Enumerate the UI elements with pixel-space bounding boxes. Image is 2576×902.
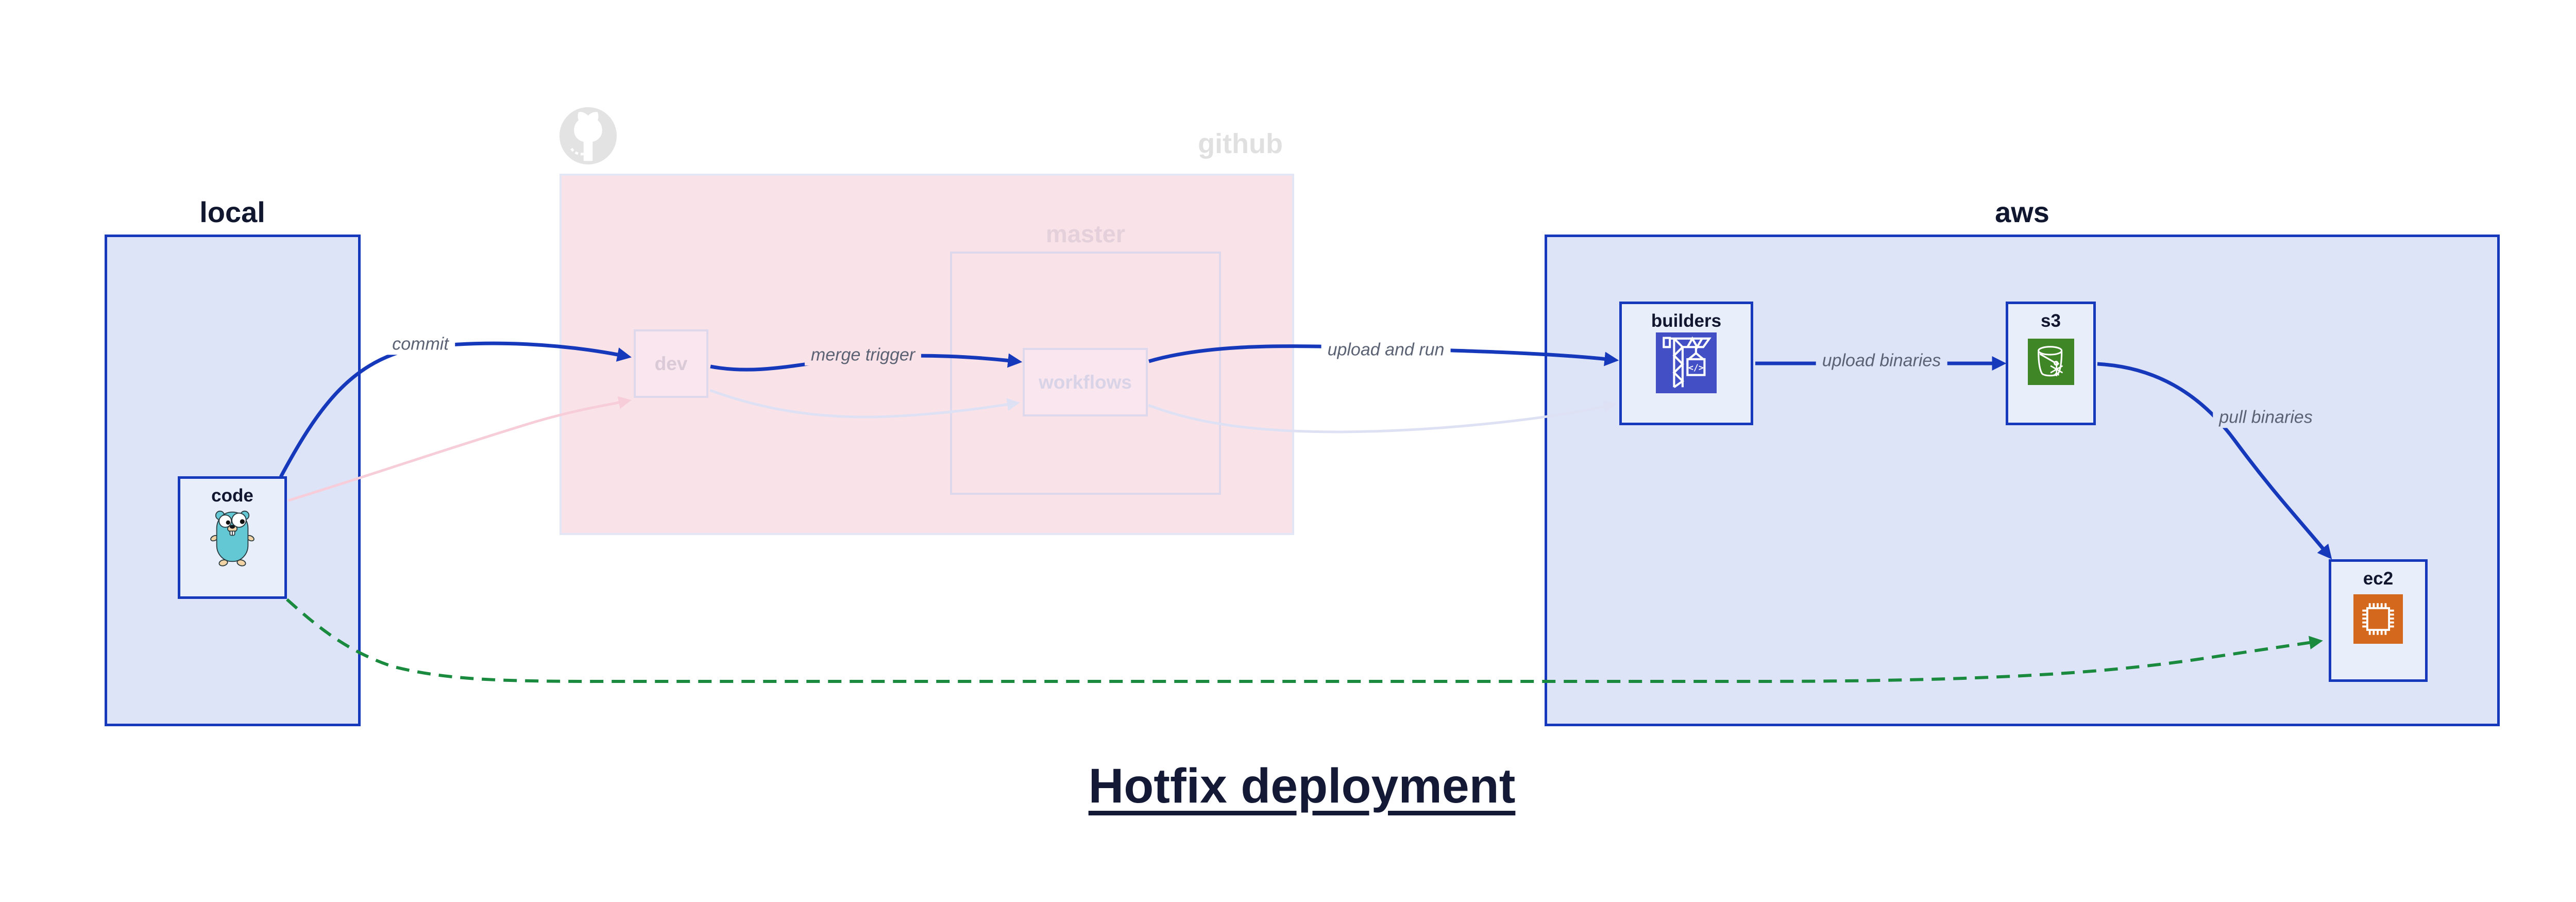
edge-label-merge-trigger: merge trigger: [804, 344, 922, 366]
edge-label-upload-binaries: upload binaries: [1816, 350, 1947, 372]
svg-text:</>: </>: [1688, 362, 1704, 372]
edge-label-pull-binaries: pull binaries: [2213, 407, 2319, 428]
diagram-title: Hotfix deployment: [1088, 759, 1516, 813]
master-branch-label: master: [1045, 220, 1126, 247]
node-ec2-label: ec2: [2363, 569, 2394, 589]
aws-codebuild-crane-icon: </>: [1656, 332, 1717, 393]
node-s3: s3: [2006, 302, 2096, 425]
edge-faded-code-dev: [288, 396, 632, 502]
edge-commit: [279, 341, 632, 478]
node-builders-label: builders: [1651, 311, 1722, 331]
node-dev: dev: [634, 329, 708, 398]
node-dev-label: dev: [654, 353, 688, 374]
s3-bucket-snowflake-icon: [2027, 338, 2074, 385]
github-group-label: github: [1198, 128, 1283, 159]
node-workflows-label: workflows: [1039, 372, 1132, 393]
master-branch-box: [950, 252, 1221, 495]
edge-hotfix-direct: [285, 598, 2323, 683]
edge-faded-workflows-builders: [1148, 400, 1617, 433]
edge-pull-binaries: [2097, 362, 2332, 560]
edge-faded-dev-workflows: [709, 389, 1020, 419]
go-gopher-icon: [210, 510, 255, 566]
edge-label-upload-and-run: upload and run: [1321, 339, 1451, 361]
node-ec2: ec2: [2329, 559, 2428, 682]
node-code-label: code: [211, 486, 253, 506]
node-workflows: workflows: [1023, 348, 1148, 416]
github-octocat-icon: [559, 107, 617, 165]
node-builders: builders </>: [1619, 302, 1753, 425]
ec2-chip-icon: [2353, 594, 2403, 644]
edge-label-commit: commit: [386, 333, 455, 355]
node-code: code: [178, 476, 287, 599]
node-s3-label: s3: [2041, 311, 2061, 331]
aws-group-label: aws: [1995, 196, 2049, 228]
local-group-label: local: [199, 196, 265, 228]
